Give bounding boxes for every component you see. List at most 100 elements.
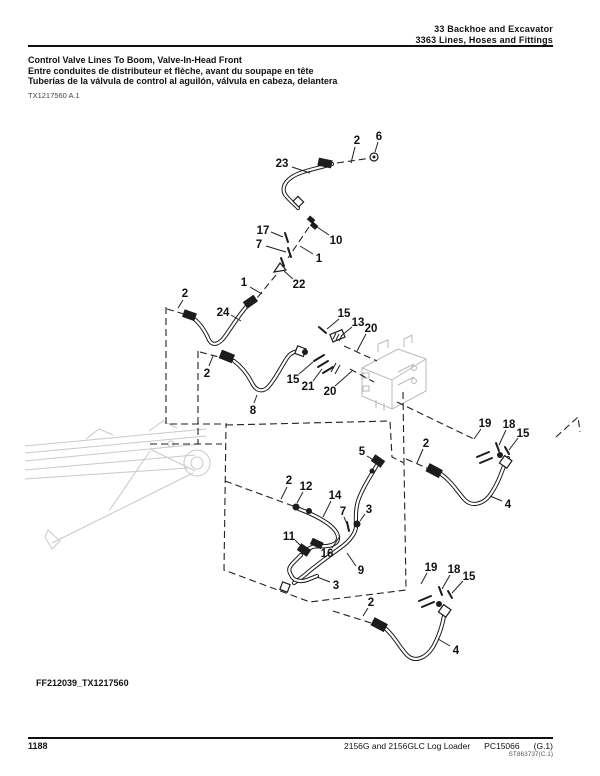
leader-line-20 (334, 370, 353, 387)
footer-revision: (G.1) (533, 741, 553, 751)
fitting-11 (296, 543, 312, 557)
fitting-hose24-upper (242, 294, 259, 309)
assembly-dashed-line (402, 391, 405, 463)
leader-line-18 (498, 429, 507, 446)
callout-21: 21 (302, 381, 315, 393)
pin-19-upper-a (476, 451, 490, 458)
leader-line-11 (294, 539, 303, 548)
callout-2: 2 (368, 597, 374, 609)
pin-22 (280, 257, 285, 267)
leader-line-4 (437, 638, 451, 647)
leader-line-3 (316, 576, 331, 583)
fitting-21-threads (330, 362, 341, 375)
fitting-hose24-lower (181, 309, 197, 322)
fitting-hose9-top (369, 468, 375, 474)
callout-18: 18 (503, 419, 516, 431)
callout-24: 24 (217, 307, 230, 319)
callout-leader-lines (177, 141, 519, 647)
callout-1: 1 (316, 253, 323, 265)
hydraulic-hoses (193, 164, 508, 659)
leader-line-15 (508, 437, 519, 451)
fitting-hose14-start (306, 508, 312, 514)
leader-line-4 (489, 495, 503, 502)
fitting-13 (329, 328, 346, 343)
callout-11: 11 (283, 531, 296, 543)
figure-reference: TX1217560 A.1 (28, 91, 80, 100)
leader-line-17 (270, 231, 284, 238)
footer-print-ref: ST863737(C.1) (508, 751, 553, 758)
bolt-21 (317, 360, 329, 368)
callout-17: 17 (257, 225, 270, 237)
leader-line-22 (283, 270, 294, 280)
callout-7: 7 (256, 239, 262, 251)
elbow-22 (272, 262, 288, 273)
elbow-hose4-upper (498, 454, 513, 469)
hose-23-inner (282, 162, 334, 210)
callout-8: 8 (250, 405, 257, 417)
callout-15: 15 (463, 571, 476, 583)
callout-23: 23 (276, 158, 289, 170)
leader-line-2 (362, 607, 369, 617)
callout-2: 2 (354, 135, 360, 147)
leader-line-15 (326, 318, 340, 330)
fitting-hose14-mid (309, 537, 324, 550)
pin-19-lower-a (418, 595, 432, 602)
callout-13: 13 (352, 317, 365, 329)
assembly-dashed-line (336, 157, 372, 164)
bolt-18-upper (495, 442, 500, 452)
figure-title-block: Control Valve Lines To Boom, Valve-In-He… (28, 55, 337, 87)
bolt-15-mid (313, 354, 325, 362)
assembly-dashed-lines (150, 157, 581, 624)
callout-15: 15 (287, 374, 300, 386)
fitting-hose4-upper-top (497, 452, 503, 458)
fitting-12 (292, 503, 300, 511)
callout-22: 22 (293, 279, 306, 291)
leader-line-12 (296, 491, 304, 504)
elbow-hose4-lower (437, 603, 452, 618)
fitting-hose4-upper-left (425, 463, 443, 479)
assembly-dashed-line (224, 480, 294, 507)
hose-4-lower-inner (384, 608, 449, 661)
pin-19-lower-b (421, 601, 435, 608)
header-group-title: 3363 Lines, Hoses and Fittings (415, 35, 553, 45)
figure-title-en: Control Valve Lines To Boom, Valve-In-He… (28, 55, 242, 65)
callout-5: 5 (359, 446, 366, 458)
header-section-title: 33 Backhoe and Excavator (434, 24, 553, 34)
leader-line-19 (420, 572, 428, 585)
callout-20: 20 (365, 323, 378, 335)
bolt-cluster-pin (322, 366, 334, 374)
pin-19-upper-b (479, 457, 493, 464)
assembly-dashed-line (555, 415, 581, 438)
assembly-dashed-line (396, 401, 477, 441)
callout-10: 10 (330, 235, 343, 247)
callout-16: 16 (321, 548, 334, 560)
leader-line-3 (359, 513, 366, 522)
leader-line-2 (208, 355, 214, 367)
figure-title-es: Tuberías de la válvula de control al agu… (28, 76, 338, 86)
callout-6: 6 (376, 131, 382, 143)
callout-15: 15 (517, 428, 530, 440)
assembly-dashed-line (199, 351, 220, 358)
leader-line-23 (291, 166, 311, 174)
bolt-15-top (318, 326, 327, 334)
assembly-dashed-line (343, 345, 378, 362)
leader-line-5 (366, 455, 376, 462)
callout-20: 20 (324, 386, 337, 398)
assembly-dashed-line (332, 610, 372, 624)
leader-line-19 (473, 428, 482, 440)
leader-line-6 (374, 141, 379, 153)
callout-19: 19 (425, 562, 438, 574)
assembly-dashed-line (405, 458, 430, 470)
callout-2: 2 (182, 288, 188, 300)
leader-line-14 (322, 500, 332, 518)
callout-3: 3 (366, 504, 372, 516)
fitting-hose4-lower-top (436, 601, 442, 607)
leader-line-10 (316, 226, 330, 236)
page-number: 1188 (28, 741, 48, 751)
leader-line-15 (451, 580, 464, 594)
callout-3: 3 (333, 580, 339, 592)
fittings-and-hardware (181, 152, 513, 633)
elbow-hose23 (292, 195, 305, 208)
leader-line-2 (416, 448, 424, 464)
